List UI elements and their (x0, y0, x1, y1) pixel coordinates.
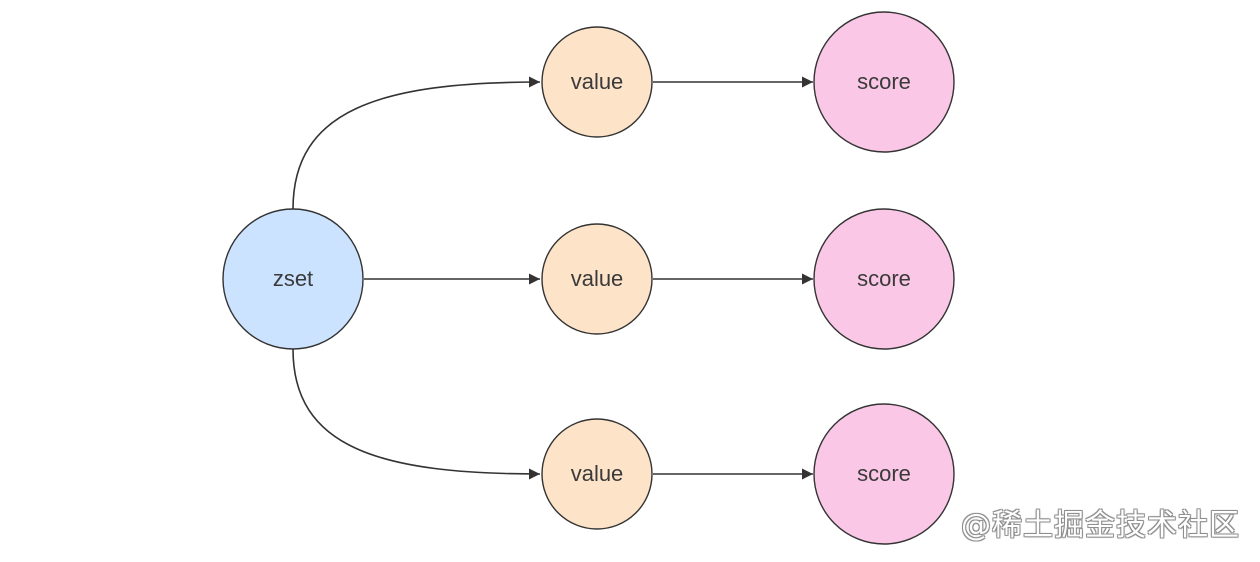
score-label-3: score (857, 461, 911, 486)
value-label-2: value (571, 266, 624, 291)
zset-node: zset (222, 208, 364, 350)
score-label-2: score (857, 266, 911, 291)
value-label-3: value (571, 461, 624, 486)
edge-zset-to-value-3 (292, 348, 541, 480)
zset-label: zset (273, 266, 313, 291)
value-node-2: value (541, 223, 653, 335)
score-node-3: score (813, 403, 955, 545)
score-label-1: score (857, 69, 911, 94)
score-node-2: score (813, 208, 955, 350)
edge-zset-to-value-1 (292, 76, 541, 210)
value-node-1: value (541, 26, 653, 138)
value-label-1: value (571, 69, 624, 94)
score-node-1: score (813, 11, 955, 153)
value-node-3: value (541, 418, 653, 530)
watermark-text: @稀土掘金技术社区 (961, 508, 1240, 543)
